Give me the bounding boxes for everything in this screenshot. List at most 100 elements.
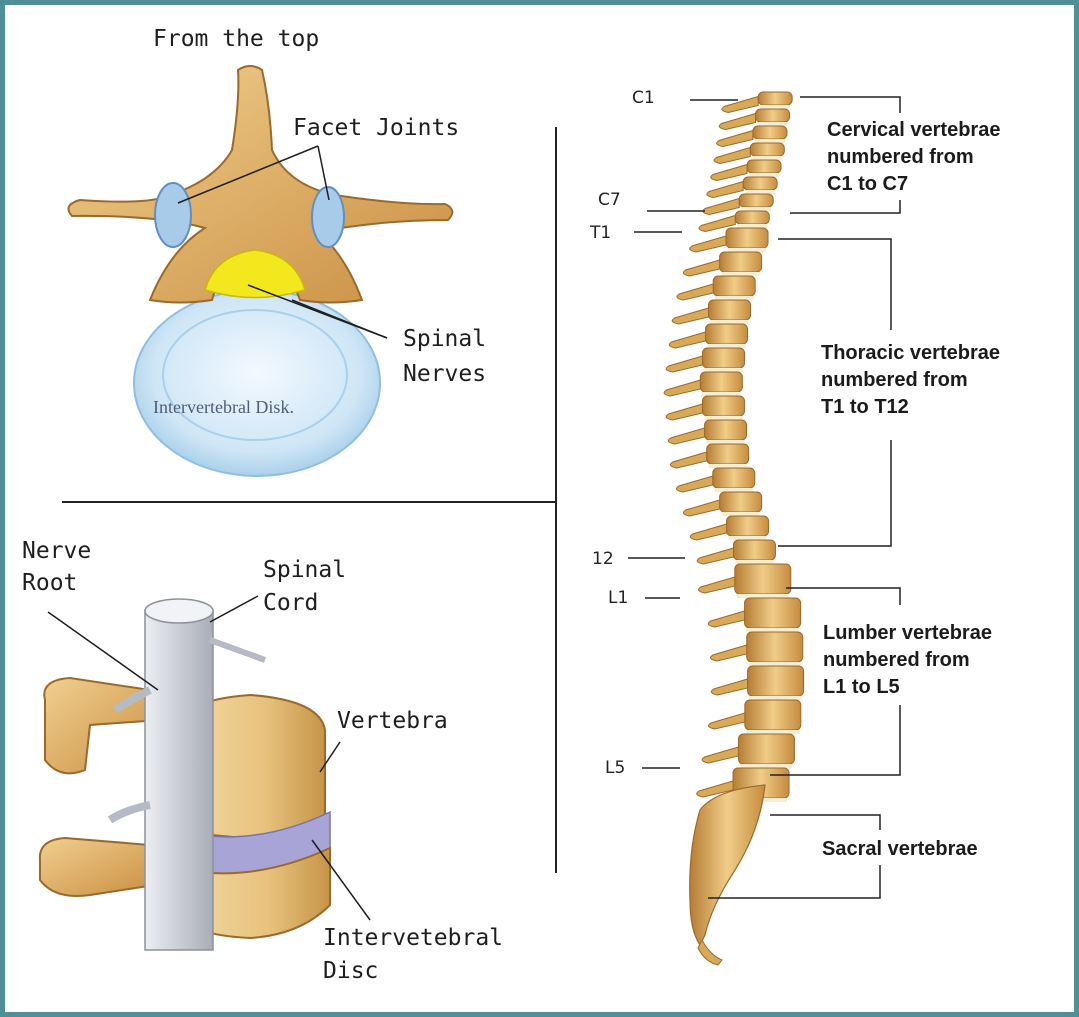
lumbar-vertebrae-label: Lumber vertebrae numbered from L1 to L5	[823, 620, 992, 701]
spine-disc-gap	[729, 536, 767, 540]
spine-vertebra-segment	[745, 598, 801, 628]
spine-disc-gap	[722, 272, 760, 276]
sacral-line-1: Sacral vertebrae	[822, 836, 978, 863]
spine-disc-gap	[750, 696, 802, 700]
spine-vertebra-segment	[758, 92, 792, 105]
spine-vertebra-segment	[743, 177, 777, 190]
intervertebral-disk-shape	[134, 290, 380, 476]
sacral-vertebrae-label: Sacral vertebrae	[822, 836, 978, 863]
spinal-nerves-label-line1: Spinal	[403, 326, 486, 353]
spine-vertebra-segment	[702, 396, 744, 416]
spinal-nerves-label-line2: Nerves	[403, 361, 486, 388]
spine-spinous-process	[708, 611, 744, 627]
spine-disc-gap	[749, 173, 779, 177]
spine-disc-gap	[708, 344, 746, 348]
cervical-line-2: numbered from	[827, 144, 1000, 171]
spine-spinous-process	[683, 500, 719, 516]
spine-vertebra-segment	[713, 468, 755, 488]
level-label-l5: L5	[605, 758, 625, 778]
nerve-root-label-line1: Nerve	[22, 538, 91, 565]
spine-vertebra-segment	[727, 516, 769, 536]
cervical-line-1: Cervical vertebrae	[827, 117, 1000, 144]
spine-spinous-process	[683, 260, 719, 276]
intervetebral-disc-label-line1: Intervetebral	[323, 925, 503, 952]
spine-disc-gap	[722, 512, 760, 516]
vertebra-label: Vertebra	[337, 708, 448, 735]
nerve-root-label-line2: Root	[22, 570, 77, 597]
spine-disc-gap	[737, 594, 789, 598]
spine-spinous-process	[677, 476, 713, 492]
spine-spinous-process	[664, 380, 700, 396]
spine-spinous-process	[677, 284, 713, 300]
spine-vertebra-segment	[720, 492, 762, 512]
cervical-vertebrae-label: Cervical vertebrae numbered from C1 to C…	[827, 117, 1000, 198]
spine-vertebra-segment	[705, 420, 747, 440]
spine-disc-gap	[705, 368, 743, 372]
spine-spinous-process	[666, 356, 702, 372]
spine-disc-gap	[749, 662, 801, 666]
spine-disc-gap	[715, 296, 753, 300]
spine-disc-gap	[752, 156, 782, 160]
spine-vertebra-segment	[709, 300, 751, 320]
spine-disc-gap	[745, 190, 775, 194]
level-label-t1: T1	[590, 223, 611, 243]
spine-vertebra-segment	[720, 252, 762, 272]
lumbar-line-1: Lumber vertebrae	[823, 620, 992, 647]
spine-vertebra-segment	[747, 160, 781, 173]
spine-vertebra-segment	[706, 324, 748, 344]
spine-spinous-process	[709, 713, 745, 729]
spine-spinous-process	[722, 97, 758, 113]
spine-spinous-process	[690, 524, 726, 540]
spinal-cord-label-line2: Cord	[263, 590, 318, 617]
left-facet-joint	[155, 183, 191, 247]
spine-spinous-process	[670, 452, 706, 468]
spine-disc-gap	[702, 392, 740, 396]
intervertebral-disk-label: Intervertebral Disk.	[153, 396, 294, 418]
spinal-cord-label-line1: Spinal	[263, 557, 346, 584]
spine-disc-gap	[735, 560, 773, 564]
spine-disc-gap	[760, 105, 790, 109]
spine-vertebra-segment	[756, 109, 790, 122]
spine-vertebra-segment	[745, 700, 801, 730]
spine-spinous-process	[711, 679, 747, 695]
spine-spinous-process	[669, 332, 705, 348]
spine-vertebra-segment	[735, 564, 791, 594]
spine-spinous-process	[714, 148, 750, 164]
sacrum-shape	[690, 785, 765, 945]
intervetebral-disc-label-line2: Disc	[323, 958, 378, 985]
level-label-t12: 12	[592, 549, 614, 569]
spine-disc-gap	[747, 628, 799, 632]
spinal-cord-shape	[145, 610, 213, 950]
spine-vertebra-segment	[733, 540, 775, 560]
thoracic-vertebrae-label: Thoracic vertebrae numbered from T1 to T…	[821, 340, 1000, 421]
top-view-title: From the top	[153, 26, 319, 53]
spine-vertebra-segment	[726, 228, 768, 248]
spine-column-illustration	[664, 92, 803, 965]
spine-vertebra-segment	[713, 276, 755, 296]
spine-vertebra-segment	[750, 143, 784, 156]
spine-disc-gap	[741, 207, 771, 211]
lumbar-line-2: numbered from	[823, 647, 992, 674]
spine-vertebra-segment	[738, 734, 794, 764]
spine-spinous-process	[702, 747, 738, 763]
spine-spinous-process	[666, 404, 702, 420]
lumbar-line-3: L1 to L5	[823, 674, 992, 701]
spine-vertebra-segment	[707, 444, 749, 464]
spine-spinous-process	[707, 182, 743, 198]
level-label-c7: C7	[598, 190, 621, 210]
cervical-line-3: C1 to C7	[827, 171, 1000, 198]
spine-disc-gap	[715, 488, 753, 492]
spine-spinous-process	[717, 131, 753, 147]
spine-disc-gap	[728, 248, 766, 252]
spine-spinous-process	[703, 199, 739, 215]
spine-vertebra-segment	[700, 372, 742, 392]
spine-spinous-process	[697, 548, 733, 564]
thoracic-line-2: numbered from	[821, 367, 1000, 394]
level-label-l1: L1	[608, 588, 628, 608]
coccyx-shape	[698, 940, 722, 965]
spine-spinous-process	[711, 165, 747, 181]
spine-spinous-process	[719, 114, 755, 130]
spine-vertebra-segment	[748, 666, 804, 696]
spine-disc-gap	[737, 224, 767, 228]
spine-disc-gap	[755, 139, 785, 143]
